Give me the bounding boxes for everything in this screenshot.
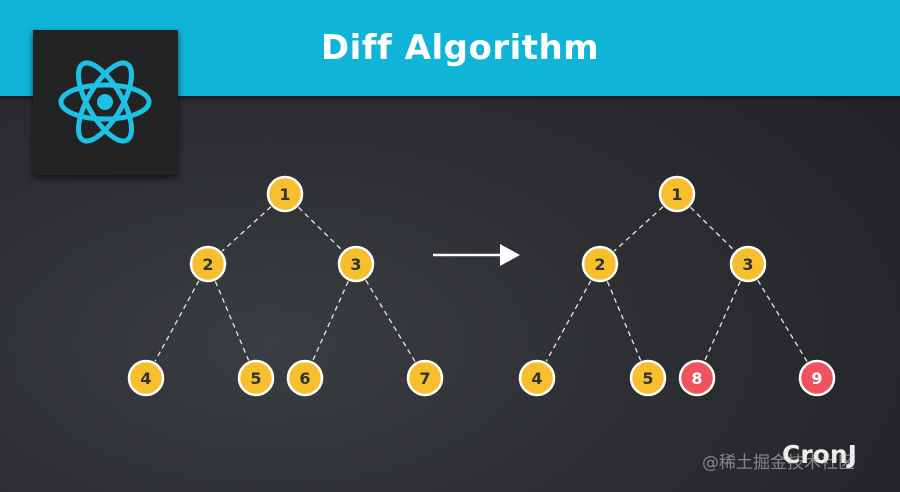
after-node-label-1: 1	[671, 185, 682, 204]
after-node-label-9: 9	[811, 369, 822, 388]
before-node-label-2: 2	[202, 255, 213, 274]
after-edge-1-3	[690, 206, 735, 252]
before-tree: 1 2 3 4 5 6 7	[127, 175, 444, 397]
after-node-label-3: 3	[742, 255, 753, 274]
react-atom-icon	[58, 60, 152, 144]
before-node-circle-6	[286, 359, 324, 397]
before-node-circle-5	[237, 359, 275, 397]
before-node-label-3: 3	[350, 255, 361, 274]
before-node-3: 3	[337, 245, 375, 283]
before-edge-1-2	[221, 206, 272, 252]
author-signature: CronJ	[782, 440, 857, 469]
after-node-2: 2	[581, 245, 619, 283]
after-node-circle-3	[729, 245, 767, 283]
before-node-label-4: 4	[140, 369, 151, 388]
before-edge-1-3	[298, 206, 343, 252]
before-edge-3-7	[365, 279, 416, 363]
before-node-label-7: 7	[419, 369, 430, 388]
after-node-circle-5	[629, 359, 667, 397]
after-node-circle-2	[581, 245, 619, 283]
after-node-8: 8	[678, 359, 716, 397]
after-node-circle-4	[518, 359, 556, 397]
before-node-5: 5	[237, 359, 275, 397]
after-edge-1-2	[613, 206, 664, 252]
page-title: Diff Algorithm	[320, 28, 600, 68]
watermark: @稀土掘金技术社区	[702, 453, 855, 473]
before-edge-2-4	[154, 280, 200, 362]
after-node-label-5: 5	[642, 369, 653, 388]
after-node-circle-8	[678, 359, 716, 397]
before-node-label-1: 1	[279, 185, 290, 204]
before-node-6: 6	[286, 359, 324, 397]
before-node-label-5: 5	[250, 369, 261, 388]
after-node-1: 1	[658, 175, 696, 213]
after-tree: 1 2 3 4 5 8 9	[518, 175, 836, 397]
after-node-9: 9	[798, 359, 836, 397]
before-node-circle-2	[189, 245, 227, 283]
before-node-2: 2	[189, 245, 227, 283]
before-node-circle-3	[337, 245, 375, 283]
after-node-label-2: 2	[594, 255, 605, 274]
before-node-4: 4	[127, 359, 165, 397]
transform-arrow	[433, 244, 520, 266]
before-node-label-6: 6	[299, 369, 310, 388]
before-node-circle-1	[266, 175, 304, 213]
after-edge-2-5	[606, 281, 642, 361]
react-logo	[33, 30, 178, 175]
before-edge-3-6	[312, 281, 349, 361]
after-edge-2-4	[545, 280, 592, 362]
after-node-label-8: 8	[691, 369, 702, 388]
after-node-circle-9	[798, 359, 836, 397]
after-node-4: 4	[518, 359, 556, 397]
after-node-5: 5	[629, 359, 667, 397]
after-node-circle-1	[658, 175, 696, 213]
before-node-circle-4	[127, 359, 165, 397]
after-edge-3-8	[704, 281, 741, 361]
after-edge-3-9	[757, 279, 808, 363]
after-node-3: 3	[729, 245, 767, 283]
before-node-circle-7	[406, 359, 444, 397]
before-node-1: 1	[266, 175, 304, 213]
before-node-7: 7	[406, 359, 444, 397]
before-edge-2-5	[214, 281, 250, 361]
after-node-label-4: 4	[531, 369, 542, 388]
